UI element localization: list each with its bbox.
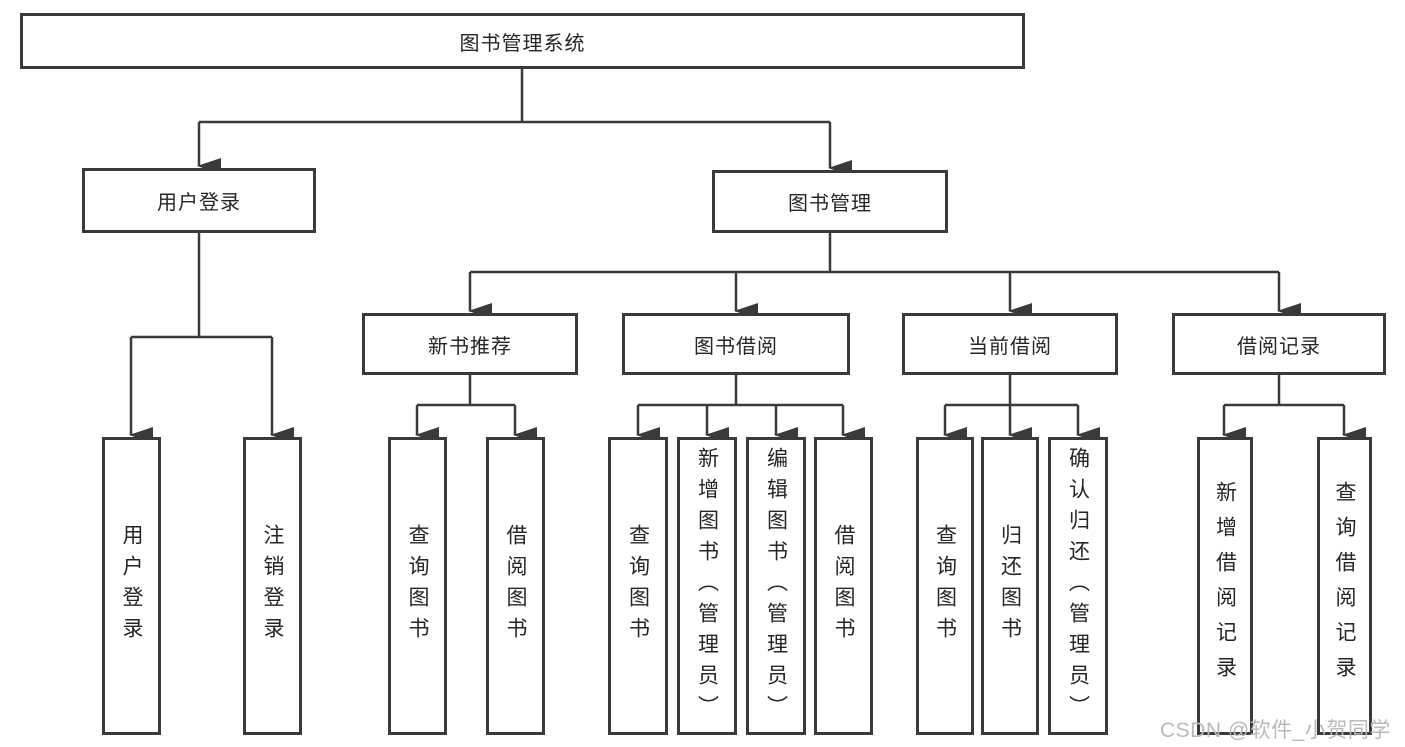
node-book-borrow: 图书借阅 [622,313,850,375]
csdn-watermark: CSDN @软件_小贺同学 [1160,719,1391,742]
leaf-add-book-admin: 新增图书（管理员） [677,437,737,735]
leaf-query-books-2-label: 查询图书 [626,524,650,648]
leaf-add-borrow-record: 新增借阅记录 [1197,437,1253,735]
leaf-return-books: 归还图书 [981,437,1039,735]
leaf-logout-label: 注销登录 [261,524,284,648]
node-book-management-label: 图书管理 [788,193,872,215]
node-new-book-recommend: 新书推荐 [362,313,578,375]
leaf-confirm-return-admin-label: 确认归还（管理员） [1066,446,1090,726]
node-user-login: 用户登录 [82,168,316,233]
leaf-query-books-1: 查询图书 [388,437,447,735]
node-root: 图书管理系统 [20,13,1025,69]
leaf-query-borrow-record-label: 查询借阅记录 [1333,481,1356,691]
leaf-borrow-books-2-label: 借阅图书 [832,524,855,648]
node-new-book-recommend-label: 新书推荐 [428,335,512,358]
node-book-management: 图书管理 [712,170,948,233]
leaf-borrow-books-1-label: 借阅图书 [504,524,527,648]
leaf-query-books-2: 查询图书 [608,437,668,735]
leaf-query-books-3-label: 查询图书 [933,524,957,648]
node-current-borrow: 当前借阅 [902,313,1118,375]
node-root-label: 图书管理系统 [459,32,586,55]
leaf-user-login-label: 用户登录 [120,524,143,648]
leaf-query-borrow-record: 查询借阅记录 [1317,437,1372,735]
leaf-logout: 注销登录 [243,437,302,735]
leaf-edit-book-admin-label: 编辑图书（管理员） [764,446,788,726]
leaf-query-books-3: 查询图书 [916,437,974,735]
leaf-user-login: 用户登录 [102,437,161,735]
leaf-confirm-return-admin: 确认归还（管理员） [1048,437,1108,735]
node-book-borrow-label: 图书借阅 [694,335,778,358]
leaf-return-books-label: 归还图书 [998,524,1022,648]
node-borrow-records: 借阅记录 [1172,313,1386,375]
node-borrow-records-label: 借阅记录 [1237,335,1321,358]
leaf-add-borrow-record-label: 新增借阅记录 [1213,481,1237,691]
node-user-login-label: 用户登录 [157,192,241,214]
leaf-add-book-admin-label: 新增图书（管理员） [695,446,719,726]
leaf-borrow-books-2: 借阅图书 [814,437,873,735]
leaf-query-books-1-label: 查询图书 [406,524,429,648]
leaf-borrow-books-1: 借阅图书 [486,437,545,735]
leaf-edit-book-admin: 编辑图书（管理员） [746,437,806,735]
node-current-borrow-label: 当前借阅 [968,335,1052,358]
